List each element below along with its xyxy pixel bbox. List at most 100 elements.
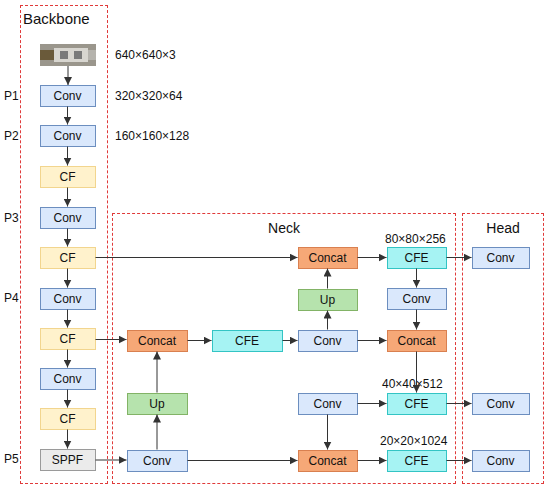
group-title: Head bbox=[463, 220, 543, 236]
arrow-connector bbox=[96, 257, 298, 258]
box-text: CF bbox=[60, 412, 76, 426]
dimension-label: 40×40×512 bbox=[382, 377, 443, 391]
arrow-connector bbox=[67, 430, 68, 449]
arrow-connector bbox=[327, 415, 328, 450]
cfe-box: CFE bbox=[387, 393, 447, 415]
box-text: Conv bbox=[402, 292, 430, 306]
dimension-label: 160×160×128 bbox=[115, 129, 189, 143]
input-arrow bbox=[68, 66, 69, 85]
stage-label: P5 bbox=[4, 452, 19, 466]
box-text: Conv bbox=[53, 292, 81, 306]
edge-group bbox=[68, 107, 472, 461]
box-text: CF bbox=[60, 251, 76, 265]
arrow-connector bbox=[188, 340, 212, 341]
arrow-connector bbox=[416, 269, 417, 288]
up-box: Up bbox=[298, 289, 358, 311]
conv-box: Conv bbox=[40, 288, 96, 310]
sppf-box: SPPF bbox=[40, 449, 96, 471]
stage-label: P1 bbox=[4, 89, 19, 103]
box-text: Conv bbox=[53, 211, 81, 225]
conv-box: Conv bbox=[472, 393, 530, 415]
dashed-group: BackboneConvConvCFConvCFConvCFConvCFSPPF bbox=[20, 5, 108, 484]
conv-box: Conv bbox=[127, 450, 188, 472]
concat-box: Concat bbox=[387, 330, 447, 352]
box-text: Conv bbox=[53, 129, 81, 143]
box-text: CFE bbox=[405, 251, 429, 265]
arrow-connector bbox=[416, 310, 417, 330]
image-part bbox=[60, 51, 68, 59]
cf-box: CF bbox=[40, 166, 96, 188]
concat-box: Concat bbox=[127, 330, 188, 352]
box-text: CFE bbox=[405, 397, 429, 411]
image-part bbox=[54, 48, 88, 62]
cfe-box: CFE bbox=[387, 450, 447, 472]
arrow-connector bbox=[67, 188, 68, 207]
box-text: Conv bbox=[486, 397, 514, 411]
stage-label: P4 bbox=[4, 291, 19, 305]
stage-label: P3 bbox=[4, 211, 19, 225]
arrow-connector bbox=[358, 403, 387, 404]
image-background bbox=[40, 44, 96, 66]
input-image bbox=[40, 44, 96, 66]
box-text: SPPF bbox=[52, 453, 83, 467]
up-box: Up bbox=[127, 393, 188, 415]
image-part bbox=[40, 50, 54, 60]
box-text: Conv bbox=[143, 454, 171, 468]
arrow-connector bbox=[188, 460, 298, 461]
dimension-label: 80×80×256 bbox=[385, 232, 446, 246]
arrow-connector bbox=[67, 390, 68, 408]
arrow-connector bbox=[67, 269, 68, 288]
arrow-connector bbox=[67, 229, 68, 247]
image-part bbox=[88, 50, 96, 60]
arrow-connector bbox=[447, 257, 472, 258]
conv-box: Conv bbox=[298, 393, 358, 415]
conv-box: Conv bbox=[40, 85, 96, 107]
arrow-connector bbox=[96, 460, 127, 461]
box-text: Conv bbox=[486, 454, 514, 468]
box-text: CF bbox=[60, 332, 76, 346]
conv-box: Conv bbox=[472, 247, 530, 269]
arrow-connector bbox=[447, 403, 472, 404]
box-text: Conv bbox=[313, 334, 341, 348]
box-text: CFE bbox=[235, 334, 259, 348]
arrow-connector bbox=[358, 460, 387, 461]
conv-box: Conv bbox=[40, 368, 96, 390]
arrow-connector bbox=[327, 269, 328, 289]
arrow-connector bbox=[157, 352, 158, 393]
box-text: Conv bbox=[53, 89, 81, 103]
arrow-connector bbox=[67, 107, 68, 125]
box-text: CF bbox=[60, 170, 76, 184]
box-text: Concat bbox=[397, 334, 435, 348]
dimension-label: 640×640×3 bbox=[115, 48, 176, 62]
dimension-label: 20×20×1024 bbox=[380, 434, 447, 448]
box-text: Conv bbox=[486, 251, 514, 265]
cf-box: CF bbox=[40, 328, 96, 350]
box-text: Conv bbox=[53, 372, 81, 386]
arrow-connector bbox=[96, 339, 127, 340]
stage-label: P2 bbox=[4, 129, 19, 143]
arrow-connector bbox=[358, 257, 387, 258]
box-text: Concat bbox=[308, 454, 346, 468]
arrow-connector bbox=[157, 415, 158, 450]
conv-box: Conv bbox=[40, 207, 96, 229]
cf-box: CF bbox=[40, 247, 96, 269]
conv-box: Conv bbox=[387, 288, 447, 310]
box-text: Conv bbox=[313, 397, 341, 411]
conv-box: Conv bbox=[40, 125, 96, 147]
image-part bbox=[74, 51, 82, 59]
arrow-connector bbox=[67, 147, 68, 166]
arrow-connector bbox=[283, 340, 298, 341]
box-text: CFE bbox=[405, 454, 429, 468]
box-text: Concat bbox=[138, 334, 176, 348]
dashed-group: HeadConvConvConv bbox=[462, 213, 544, 484]
cf-box: CF bbox=[40, 408, 96, 430]
arrow-connector bbox=[67, 310, 68, 328]
cfe-box: CFE bbox=[387, 247, 447, 269]
box-text: Concat bbox=[308, 251, 346, 265]
conv-box: Conv bbox=[298, 330, 358, 352]
conv-box: Conv bbox=[472, 450, 530, 472]
box-text: Up bbox=[149, 397, 164, 411]
arrow-connector bbox=[67, 350, 68, 368]
arrow-connector bbox=[358, 340, 387, 341]
